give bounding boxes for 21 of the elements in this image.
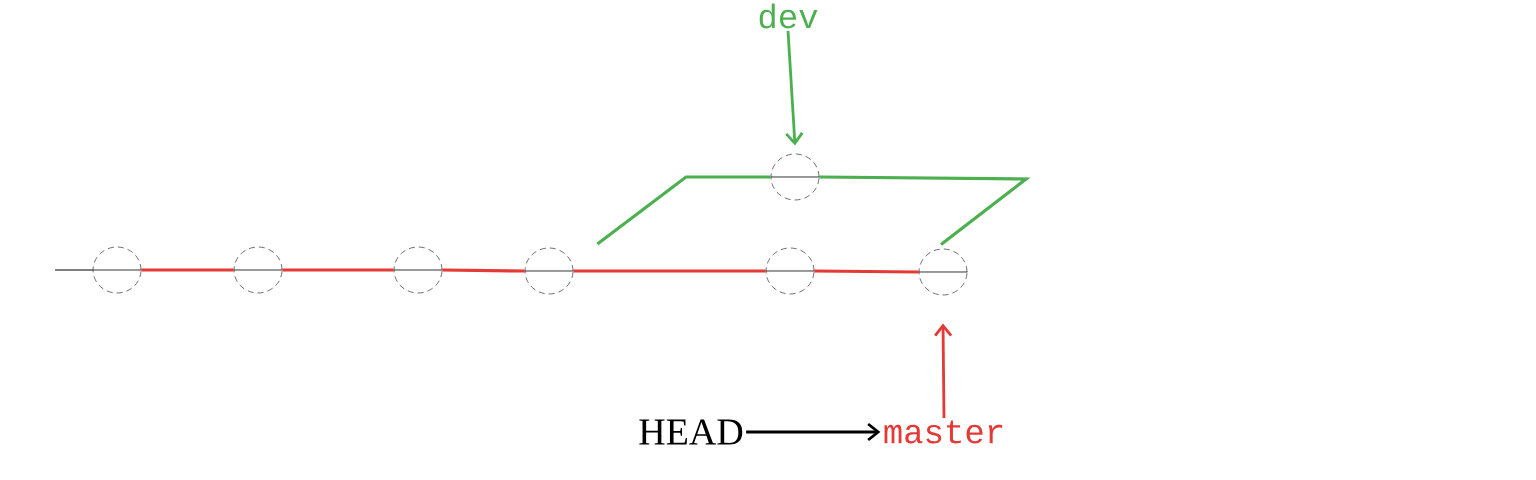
commit-circle — [233, 246, 283, 294]
branch-label: HEAD — [639, 419, 743, 445]
branch-line — [819, 175, 1031, 246]
branch-line — [442, 268, 525, 273]
arrow — [934, 323, 953, 419]
arrow — [746, 422, 881, 442]
branch-line — [573, 269, 766, 273]
commit-circle — [918, 248, 968, 296]
commit-circle — [92, 246, 142, 294]
branch-line — [596, 175, 771, 246]
branch-line — [54, 269, 94, 271]
branch-line — [814, 269, 919, 274]
arrow — [785, 30, 804, 146]
branch-label: dev — [759, 3, 818, 29]
branch-line — [141, 268, 234, 272]
commit-circle — [770, 153, 820, 201]
branch-label: master — [884, 420, 1003, 444]
commit-circle — [393, 246, 443, 294]
commit-circle — [765, 247, 815, 295]
commit-circle — [524, 247, 574, 295]
branch-line — [282, 268, 394, 272]
